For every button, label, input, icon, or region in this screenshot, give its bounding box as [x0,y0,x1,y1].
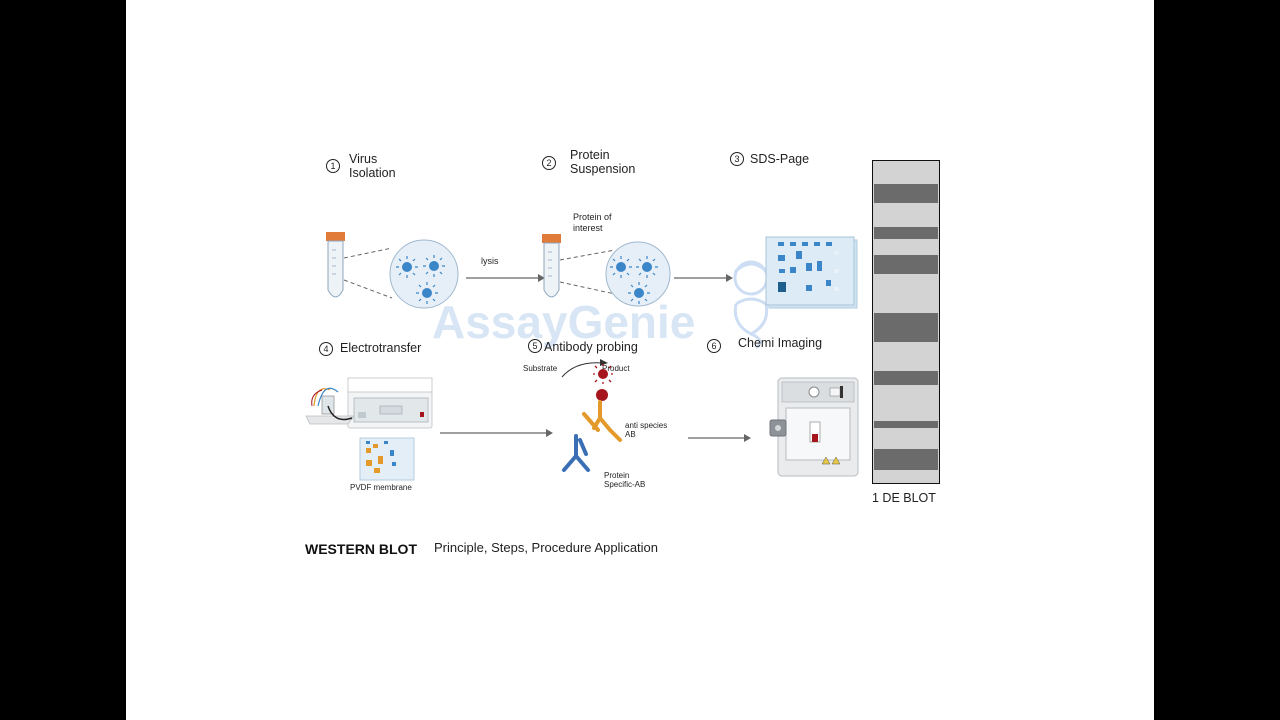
antibody-complex-illustration [562,389,622,472]
blot-band [874,184,938,203]
blot-band [874,227,938,239]
virus-icon [616,262,652,298]
test-tube-icon [327,240,344,298]
arrow-to-gel [674,274,733,282]
step-5-number: 5 [528,339,542,353]
blot-label: 1 DE BLOT [872,491,936,505]
step-4-number: 4 [319,342,333,356]
sds-page-gel-icon [765,236,858,309]
step-1-title-line1: Virus [349,152,378,166]
protein-specific-line2: Specific-AB [604,480,646,489]
product-label: Product [602,364,630,373]
step-6-number: 6 [707,339,721,353]
step-5-title: Antibody probing [544,340,638,354]
tube-cap-icon [542,234,561,243]
chemi-imager-icon [769,377,859,477]
substrate-product-arrow [561,359,608,378]
blot-band [874,421,938,428]
electrotransfer-apparatus-icon [305,377,433,429]
step-1-title: Virus Isolation [349,152,396,180]
step-4-title: Electrotransfer [340,341,422,355]
step-2-title-line2: Suspension [570,162,636,176]
virus-group-2 [610,256,658,304]
protein-suspension-illustration [542,234,671,307]
step-6-title: Chemi Imaging [738,336,823,350]
step-3-title: SDS-Page [750,152,810,166]
anti-species-line1: anti species [625,421,668,430]
product-burst-icon [593,364,613,384]
lysis-label: lysis [481,256,499,266]
step-1-number: 1 [326,159,340,173]
protein-specific-line1: Protein [604,471,630,480]
magnified-view-circle [605,241,671,307]
anti-species-label: anti species AB [625,421,667,439]
de-blot-strip [872,160,940,484]
pvdf-membrane-label: PVDF membrane [350,483,412,492]
arrow-to-imager [688,434,751,442]
blot-band [874,449,938,470]
protein-of-interest-line2: interest [573,223,603,233]
anti-species-line2: AB [625,430,636,439]
blot-band [874,255,938,274]
tube-cap-icon [326,232,345,241]
watermark-text-assay: Assay [432,296,568,348]
step-2-number: 2 [542,156,556,170]
protein-of-interest-label: Protein of interest [573,212,612,234]
pvdf-membrane-icon [359,437,415,481]
figure-canvas: AssayGenie 1 Virus Isolation 2 Protein S… [126,0,1154,720]
protein-specific-label: Protein Specific-AB [604,471,645,489]
arrow-to-antibody [440,429,553,437]
enzyme-conjugate-icon [596,389,608,401]
test-tube-icon [543,242,560,298]
step-2-title: Protein Suspension [570,148,635,176]
lysis-arrow [466,274,545,282]
secondary-antibody-icon [582,400,622,442]
step-1-title-line2: Isolation [349,166,396,180]
virus-group-1 [396,255,445,304]
blot-band [874,371,938,385]
virus-icon [402,261,439,298]
primary-antibody-icon [562,434,590,472]
step-2-title-line1: Protein [570,148,610,162]
blot-band [874,313,938,342]
protein-of-interest-line1: Protein of [573,212,612,222]
substrate-label: Substrate [523,364,558,373]
figure-subtitle: Principle, Steps, Procedure Application [434,540,659,555]
figure-title: WESTERN BLOT [305,541,417,557]
step-3-number: 3 [730,152,744,166]
